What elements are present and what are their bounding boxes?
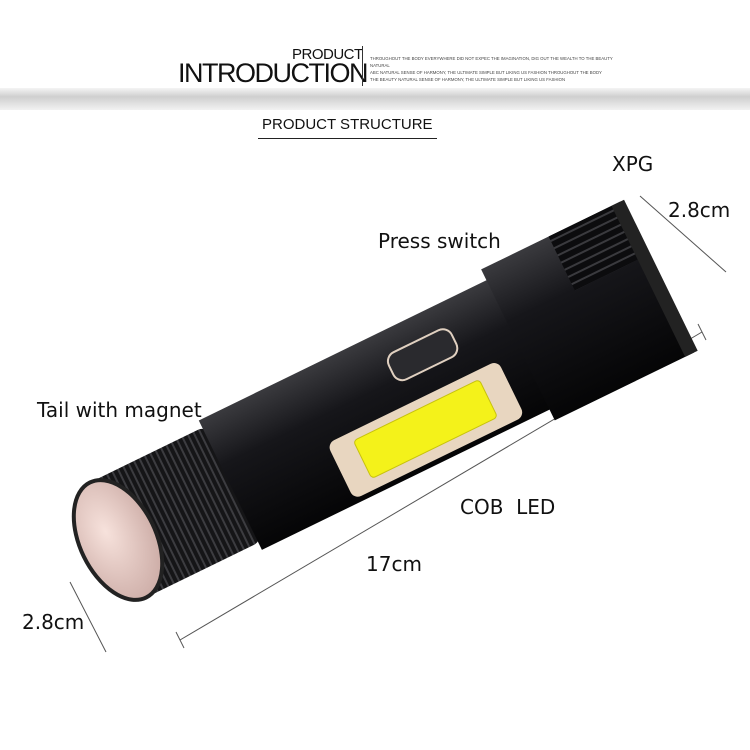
label-tail-diameter: 2.8cm [22,610,85,634]
section-title: PRODUCT STRUCTURE [258,114,437,139]
label-head-diameter: 2.8cm [668,198,731,222]
cob-led [354,380,497,478]
header-blurb: THROUGHOUT THE BODY EVERYWHERE DID NOT E… [370,55,620,83]
header-shadow-band [0,88,750,110]
flashlight-body [198,275,559,550]
head-diameter-line [639,195,727,273]
label-press-switch: Press switch [378,229,501,253]
label-xpg: XPG [612,152,654,176]
tail-diameter-line [69,581,107,653]
label-cob-led: COB LED [460,495,556,519]
blurb-line: ABC NATURAL SENSE OF HARMONY, THE ULTIMA… [370,70,602,75]
magnetic-tail-face [71,478,165,602]
blurb-line: THE BEAUTY NATURAL SENSE OF HARMONY, THE… [370,77,566,82]
label-tail-magnet: Tail with magnet [37,398,202,422]
press-switch [386,328,459,382]
label-length: 17cm [366,552,422,576]
header-divider [362,46,363,86]
header-title-large: INTRODUCTION [178,58,368,88]
head-lens-ring [611,199,698,357]
blurb-line: THROUGHOUT THE BODY EVERYWHERE DID NOT E… [370,56,613,68]
header-title-small: PRODUCT [292,46,363,63]
